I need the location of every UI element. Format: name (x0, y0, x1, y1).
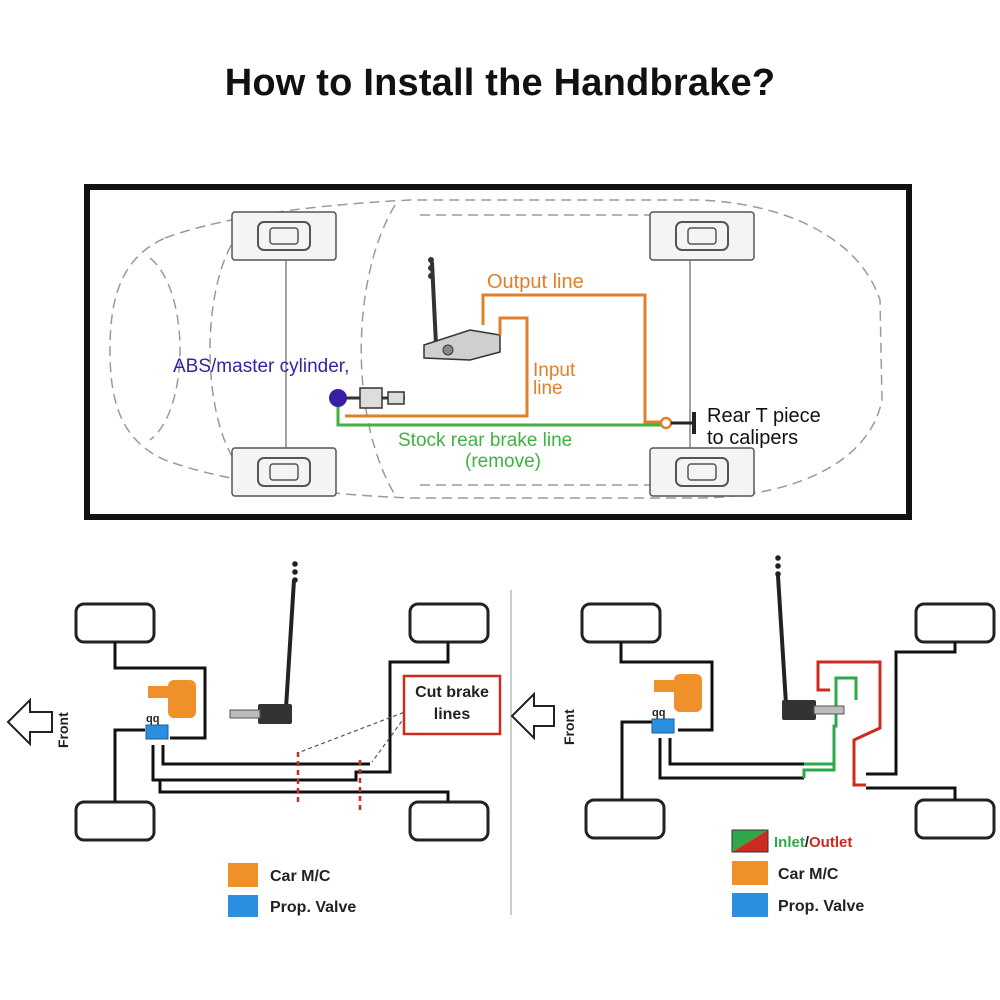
wheel-rl-right (584, 798, 666, 840)
cut-marks (296, 752, 362, 812)
wheel-rear-left (649, 211, 755, 261)
legend-valve-left: Prop. Valve (270, 899, 356, 916)
page-title: How to Install the Handbrake? (224, 62, 776, 104)
wheel-front-right (231, 447, 337, 497)
handbrake-icon (423, 257, 501, 361)
legend-outlet: Outlet (809, 834, 852, 851)
prop-valve-left (145, 724, 169, 740)
prop-valve-right (651, 718, 675, 734)
rear-t-piece (659, 412, 696, 434)
stock-line-label-2: (remove) (465, 451, 541, 472)
car-mc-right: qq (652, 674, 702, 719)
wheel-fl-left (74, 602, 156, 644)
cut-label-1: Cut brake (415, 684, 489, 701)
front-arrow-left (6, 697, 53, 747)
abs-label: ABS/master cylinder, (173, 356, 349, 377)
cut-brake-box (402, 674, 502, 736)
input-line-label-2: line (533, 378, 563, 399)
wheel-fr-left (408, 602, 490, 644)
wheel-front-left (231, 211, 337, 261)
output-line (481, 293, 665, 424)
output-line-label: Output line (487, 271, 584, 293)
wheel-fl-right (580, 602, 662, 644)
legend-inlet: Inlet (774, 834, 805, 851)
legend-swatch-inlet-outlet (731, 829, 769, 853)
stock-line-label-1: Stock rear brake line (398, 430, 572, 451)
front-label-right: Front (561, 709, 577, 745)
front-label-left: Front (55, 712, 71, 748)
cut-pointer-lines (299, 709, 411, 763)
legend-mc-left: Car M/C (270, 868, 331, 885)
abs-master-cylinder (329, 387, 405, 409)
legend-mc-right: Car M/C (778, 866, 839, 883)
wheel-rear-right (649, 447, 755, 497)
handbrake-left-icon (229, 561, 298, 724)
right-brake-lines (619, 642, 957, 800)
stock-rear-brake-line (336, 400, 665, 427)
input-line (345, 316, 529, 418)
legend-swatch-mc-left (228, 863, 258, 887)
rear-t-label-1: Rear T piece (707, 405, 821, 427)
handbrake-right-icon (775, 555, 845, 720)
car-mc-left: qq (146, 680, 196, 725)
svg-text:qq: qq (652, 707, 665, 719)
wheel-rr-left (408, 800, 490, 842)
right-handbrake-lines (802, 660, 882, 787)
top-diagram-frame (84, 184, 912, 520)
rear-t-label-2: to calipers (707, 427, 798, 449)
legend-swatch-valve-left (228, 895, 258, 917)
legend-swatch-mc-right (732, 861, 768, 885)
legend-valve-right: Prop. Valve (778, 898, 864, 915)
svg-text:qq: qq (146, 713, 159, 725)
wheel-fr-right (914, 602, 996, 644)
front-arrow-right (510, 691, 555, 741)
input-line-label-1: Input (533, 360, 576, 381)
wheel-rl-left (74, 800, 156, 842)
left-brake-lines (113, 642, 450, 802)
wheel-rr-right (914, 798, 996, 840)
legend-swatch-valve-right (732, 893, 768, 917)
cut-label-2: lines (434, 706, 471, 723)
legend-inlet-outlet: Inlet/Outlet (774, 834, 852, 851)
legend-slash: / (805, 834, 810, 851)
